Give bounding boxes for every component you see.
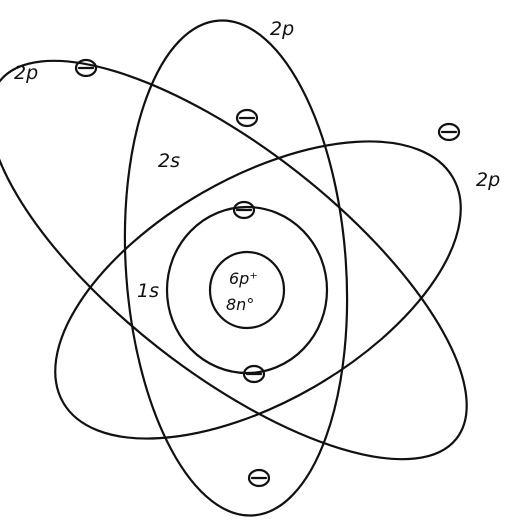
label-1s: 1s — [137, 280, 159, 302]
electron — [76, 60, 96, 76]
electron — [234, 202, 254, 218]
nucleus-protons: 6p⁺ — [229, 269, 258, 288]
nucleus-neutrons: 8n° — [226, 295, 254, 314]
orbital-1s — [167, 207, 327, 373]
electron — [439, 124, 459, 140]
label-2p-top: 2p — [270, 18, 294, 40]
electron — [237, 110, 257, 126]
label-2p-right: 2p — [476, 169, 500, 191]
electron — [244, 366, 264, 382]
nucleus-circle — [210, 252, 284, 328]
label-2p-left: 2p — [14, 62, 38, 84]
electron — [249, 470, 269, 486]
label-2s: 2s — [158, 150, 180, 172]
